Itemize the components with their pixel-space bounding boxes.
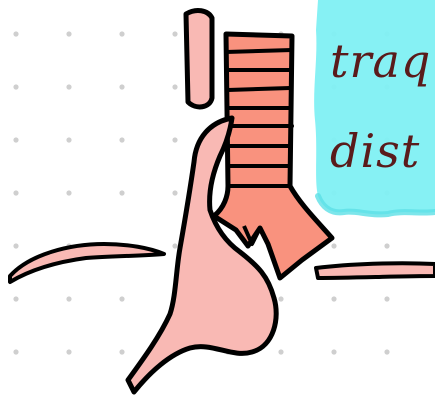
grid-dot xyxy=(384,349,389,354)
grid-dot xyxy=(13,84,18,89)
grid-dot xyxy=(13,243,18,248)
grid-dot xyxy=(278,296,283,301)
grid-dot xyxy=(66,349,71,354)
diaphragm-right xyxy=(316,263,435,278)
grid-dot xyxy=(331,349,336,354)
grid-dot xyxy=(172,190,177,195)
grid-dot xyxy=(172,243,177,248)
grid-dot xyxy=(119,137,124,142)
grid-dot xyxy=(66,137,71,142)
grid-dot xyxy=(278,349,283,354)
grid-dot xyxy=(119,31,124,36)
grid-dot xyxy=(384,296,389,301)
grid-dot xyxy=(172,137,177,142)
grid-dot xyxy=(66,84,71,89)
grid-dot xyxy=(331,296,336,301)
upper-esophagus-segment xyxy=(186,11,212,107)
grid-dot xyxy=(66,296,71,301)
grid-dot xyxy=(13,31,18,36)
grid-dot xyxy=(66,190,71,195)
grid-dot xyxy=(13,349,18,354)
grid-dot xyxy=(119,349,124,354)
note-line-2: dist xyxy=(330,128,420,174)
grid-dot xyxy=(119,296,124,301)
grid-dot xyxy=(66,31,71,36)
grid-dot xyxy=(13,190,18,195)
grid-dot xyxy=(119,84,124,89)
note-line-1: traq xyxy=(330,38,431,84)
grid-dot xyxy=(331,243,336,248)
grid-dot xyxy=(13,137,18,142)
grid-dot xyxy=(13,296,18,301)
grid-dot xyxy=(384,243,389,248)
diaphragm-left xyxy=(10,244,164,282)
grid-dot xyxy=(172,31,177,36)
note-blob xyxy=(314,0,435,214)
trachea-shape xyxy=(214,34,332,278)
grid-dot xyxy=(172,84,177,89)
grid-dot xyxy=(119,190,124,195)
